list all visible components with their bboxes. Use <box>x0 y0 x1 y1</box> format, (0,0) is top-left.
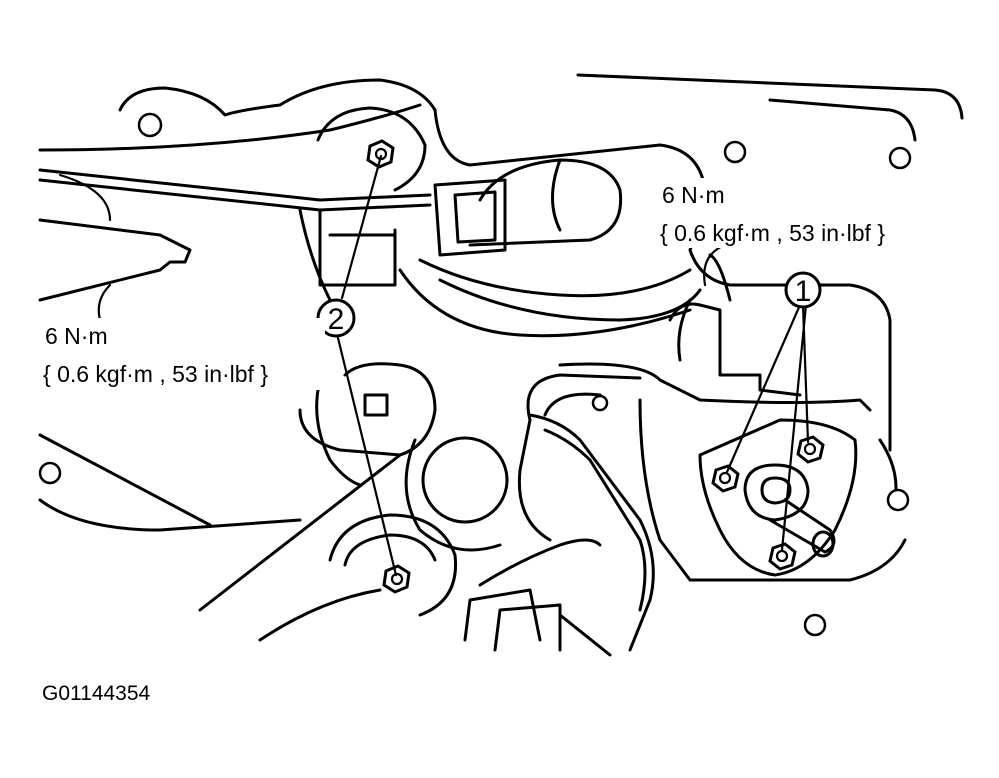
callout-1-label: 1 <box>795 275 812 308</box>
bolt-group-2 <box>366 139 411 594</box>
figure-id: G01144354 <box>42 682 151 705</box>
mount-hole <box>591 394 609 412</box>
mount-hole <box>886 488 910 512</box>
callout-2: 2 <box>316 298 356 338</box>
mount-hole <box>38 461 62 485</box>
mount-hole <box>137 112 163 138</box>
bolt-group-1 <box>711 435 825 571</box>
access-hole <box>421 436 509 524</box>
callout-1: 1 <box>784 271 822 309</box>
torque-value-alt: { 0.6 kgf·m , 53 in·lbf } <box>43 361 268 387</box>
torque-label-top-right: 6 N·m { 0.6 kgf·m , 53 in·lbf } <box>655 178 940 248</box>
mounting-plate <box>698 418 858 577</box>
torque-value-nm: 6 N·m <box>662 182 725 208</box>
torque-value-nm: 6 N·m <box>45 323 108 349</box>
nut-icon <box>382 564 411 594</box>
torque-value-alt: { 0.6 kgf·m , 53 in·lbf } <box>660 220 885 246</box>
mount-hole <box>803 613 827 637</box>
callout-2-label: 2 <box>328 303 345 336</box>
nut-icon <box>366 139 395 169</box>
panel-line-art <box>38 73 964 657</box>
mount-hole <box>888 146 912 170</box>
leader-lines <box>97 154 810 577</box>
nut-icon <box>768 542 797 571</box>
nut-icon <box>711 464 740 493</box>
nut-icon <box>796 435 825 464</box>
mount-hole <box>723 140 747 164</box>
torque-label-left: 6 N·m { 0.6 kgf·m , 53 in·lbf } <box>40 318 325 390</box>
